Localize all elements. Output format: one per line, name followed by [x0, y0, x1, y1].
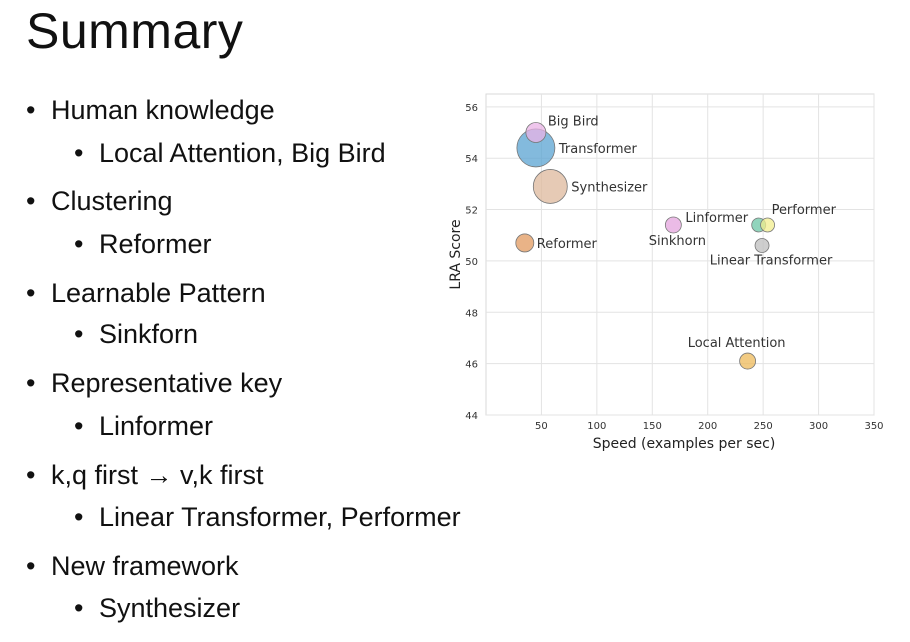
x-tick-label: 50 — [535, 421, 548, 432]
point-label-linear-transformer: Linear Transformer — [710, 254, 833, 269]
y-tick-label: 54 — [465, 154, 478, 165]
subbullet-reformer: •Reformer — [74, 229, 212, 259]
bullet-learnable-pattern: •Learnable Pattern — [26, 278, 266, 308]
point-label-synthesizer: Synthesizer — [571, 180, 648, 195]
subbullet-local-attention: •Local Attention, Big Bird — [74, 138, 386, 168]
point-label-local-attention: Local Attention — [688, 336, 786, 351]
point-label-sinkhorn: Sinkhorn — [649, 234, 706, 249]
y-tick-label: 46 — [465, 360, 478, 371]
y-tick-label: 56 — [465, 103, 478, 114]
bullet-text: Clustering — [51, 186, 173, 216]
bullet-clustering: •Clustering — [26, 186, 173, 216]
bullet-text: k,q first → v,k first — [51, 460, 264, 490]
subbullet-text: Synthesizer — [99, 593, 241, 623]
point-label-transformer: Transformer — [558, 142, 638, 157]
x-axis-label: Speed (examples per sec) — [593, 436, 776, 452]
point-big-bird — [525, 122, 547, 143]
point-linformer — [664, 216, 682, 234]
bullet-new-framework: •New framework — [26, 551, 239, 581]
subbullet-text: Local Attention, Big Bird — [99, 138, 386, 168]
y-tick-label: 50 — [465, 257, 478, 268]
subbullet-text: Linear Transformer, Performer — [99, 502, 461, 532]
subbullet-text: Sinkforn — [99, 319, 199, 349]
subbullet-text: Reformer — [99, 229, 212, 259]
subbullet-synthesizer: •Synthesizer — [74, 593, 241, 623]
subbullet-text: Linformer — [99, 411, 214, 441]
bullet-representative-key: •Representative key — [26, 368, 283, 398]
bullet-kq-first: •k,q first → v,k first — [26, 460, 264, 490]
point-local-attention — [739, 352, 757, 370]
x-tick-label: 200 — [698, 421, 717, 432]
chart-svg: 50 100 150 200 250 300 350 44 46 48 50 52 54 56Speed … — [448, 93, 884, 452]
y-axis-label: LRA Score — [448, 219, 464, 289]
bullet-text: Learnable Pattern — [51, 278, 266, 308]
point-performer — [760, 217, 775, 233]
bullet-text: Human knowledge — [51, 95, 275, 125]
subbullet-sinkforn: •Sinkforn — [74, 319, 199, 349]
point-label-big-bird: Big Bird — [548, 115, 599, 130]
point-label-reformer: Reformer — [537, 237, 598, 252]
point-synthesizer — [532, 169, 568, 204]
subbullet-linear-transformer: •Linear Transformer, Performer — [74, 502, 461, 532]
slide-title: Summary — [26, 3, 244, 59]
point-label-performer: Performer — [772, 203, 837, 218]
point-reformer — [515, 233, 535, 253]
bullet-list: •Human knowledge •Local Attention, Big B… — [26, 95, 461, 623]
point-linear-transformer — [754, 238, 770, 253]
x-tick-label: 300 — [809, 421, 828, 432]
x-tick-label: 250 — [754, 421, 773, 432]
bullet-text: Representative key — [51, 368, 283, 398]
y-tick-label: 52 — [465, 206, 478, 217]
x-tick-label: 100 — [587, 421, 606, 432]
x-tick-label: 350 — [864, 421, 883, 432]
y-tick-label: 48 — [465, 308, 478, 319]
x-tick-label: 150 — [643, 421, 662, 432]
y-tick-label: 44 — [465, 411, 478, 422]
bullet-human-knowledge: •Human knowledge — [26, 95, 275, 125]
subbullet-linformer: •Linformer — [74, 411, 214, 441]
bullet-text: New framework — [51, 551, 239, 581]
point-label-linformer: Linformer — [685, 211, 748, 226]
